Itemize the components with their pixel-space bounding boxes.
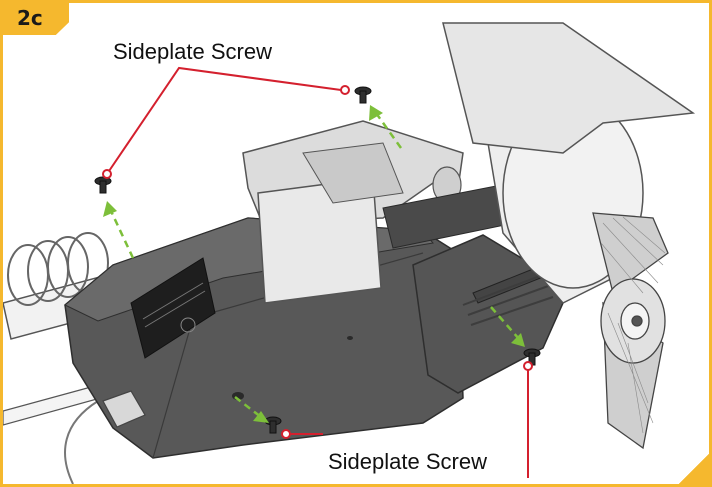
step-number: 2c	[17, 6, 43, 30]
motor-illustration	[3, 22, 696, 484]
rear-clamp	[102, 390, 146, 428]
power-cable	[64, 400, 99, 484]
housing-small-hole	[347, 336, 353, 340]
step-badge: 2c	[3, 3, 69, 35]
callout-label-bottom: Sideplate Screw	[328, 449, 487, 474]
leader-endpoints	[102, 85, 533, 439]
skeg-fin	[442, 22, 696, 154]
leader-lines	[106, 66, 529, 478]
mount-rail	[3, 386, 98, 426]
housing-decal	[130, 257, 216, 359]
removal-arrows	[109, 112, 520, 418]
propeller	[592, 212, 669, 450]
screw-icon	[94, 86, 541, 434]
decal-logo	[180, 317, 196, 333]
corner-accent	[679, 454, 709, 484]
callout-label-top: Sideplate Screw	[113, 39, 272, 64]
